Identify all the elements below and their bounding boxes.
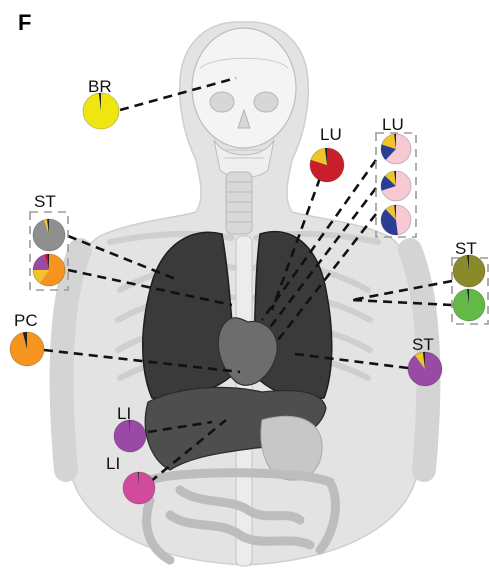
- label-st-left: ST: [34, 192, 56, 211]
- pie-li-1: [114, 420, 146, 452]
- lu-group-3-slice-0: [396, 205, 411, 235]
- pie-st-left-1: [33, 219, 65, 251]
- pie-st-right-3: [408, 352, 442, 386]
- label-li-2: LI: [106, 454, 120, 473]
- trachea: [226, 172, 252, 234]
- pie-br: [83, 93, 119, 129]
- panel-label: F: [18, 10, 31, 35]
- label-pc: PC: [14, 311, 38, 330]
- pie-lu-group-2: [381, 171, 411, 201]
- pie-st-right-2: [453, 289, 485, 321]
- label-lu-group: LU: [382, 115, 404, 134]
- pie-lu-single: [310, 148, 344, 182]
- pie-lu-group-1: [381, 134, 411, 164]
- label-st-right-single: ST: [412, 335, 434, 354]
- label-lu-single: LU: [320, 125, 342, 144]
- pie-st-left-2: [33, 254, 65, 286]
- pie-lu-group-3: [381, 205, 411, 235]
- pie-pc: [10, 332, 44, 366]
- pie-st-right-1: [453, 255, 485, 287]
- pie-li-2: [123, 472, 155, 504]
